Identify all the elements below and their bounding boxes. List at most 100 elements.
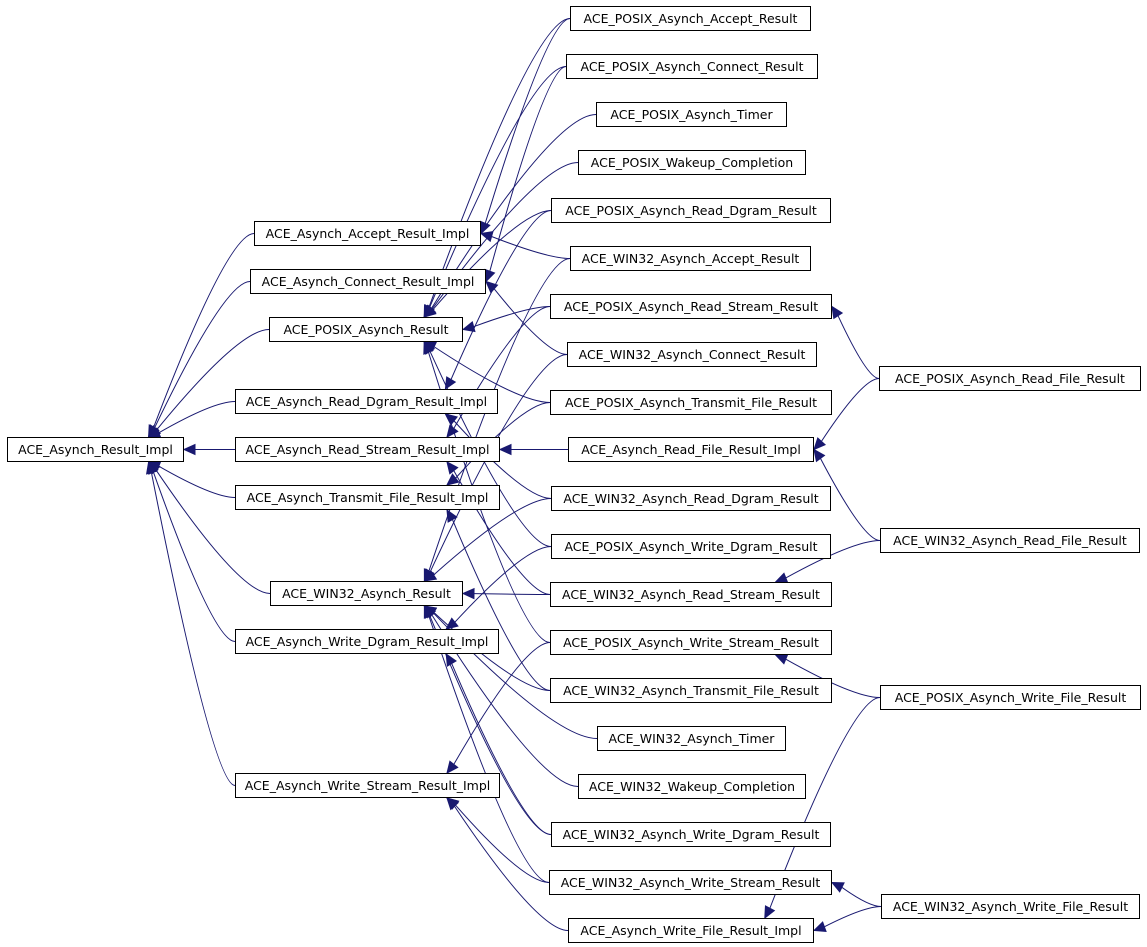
arrowhead-27 [423, 569, 438, 582]
node-label: ACE_POSIX_Asynch_Timer [610, 107, 773, 122]
node-ace-asynch-read-stream-result-impl[interactable]: ACE_Asynch_Read_Stream_Result_Impl [235, 437, 500, 462]
edge-ace_posix_asynch_write_stream_result-to-ace_posix_asynch_result [427, 351, 551, 643]
node-ace-win32-asynch-connect-result[interactable]: ACE_WIN32_Asynch_Connect_Result [567, 342, 817, 367]
edge-ace_posix_asynch_accept_result-to-ace_asynch_accept_result_impl [484, 18, 571, 224]
arrowhead-4 [182, 443, 196, 456]
node-ace-posix-wakeup-completion[interactable]: ACE_POSIX_Wakeup_Completion [578, 150, 806, 175]
node-ace-posix-asynch-result[interactable]: ACE_POSIX_Asynch_Result [269, 317, 463, 342]
node-ace-posix-asynch-accept-result[interactable]: ACE_POSIX_Asynch_Accept_Result [570, 6, 811, 31]
node-ace-win32-asynch-transmit-file-result[interactable]: ACE_WIN32_Asynch_Transmit_File_Result [550, 678, 832, 703]
node-ace-asynch-result-impl[interactable]: ACE_Asynch_Result_Impl [7, 437, 184, 462]
node-ace-asynch-write-file-result-impl[interactable]: ACE_Asynch_Write_File_Result_Impl [568, 918, 814, 943]
node-label: ACE_POSIX_Asynch_Accept_Result [583, 11, 798, 26]
arrowhead-47 [774, 653, 789, 665]
node-ace-posix-asynch-connect-result[interactable]: ACE_POSIX_Asynch_Connect_Result [566, 54, 818, 79]
node-label: ACE_POSIX_Asynch_Write_Stream_Result [563, 635, 819, 650]
arrowhead-16 [444, 376, 457, 391]
node-ace-posix-asynch-write-dgram-result[interactable]: ACE_POSIX_Asynch_Write_Dgram_Result [551, 534, 831, 559]
arrowhead-32 [423, 340, 434, 355]
edge-ace_posix_asynch_connect_result-to-ace_asynch_connect_result_impl [489, 66, 567, 272]
edge-ace_posix_asynch_read_dgram_result-to-ace_asynch_read_dgram_result_impl [450, 210, 552, 380]
edge-ace_posix_asynch_transmit_file_result-to-ace_asynch_transmit_file_result_impl [455, 402, 551, 479]
edge-ace_win32_asynch_accept_result-to-ace_asynch_accept_result_impl [491, 236, 571, 259]
node-ace-posix-asynch-read-stream-result[interactable]: ACE_POSIX_Asynch_Read_Stream_Result [550, 294, 832, 319]
node-ace-win32-asynch-read-stream-result[interactable]: ACE_WIN32_Asynch_Read_Stream_Result [550, 582, 832, 607]
node-label: ACE_Asynch_Write_File_Result_Impl [580, 923, 802, 938]
arrowhead-19 [461, 320, 476, 333]
node-ace-win32-asynch-timer[interactable]: ACE_WIN32_Asynch_Timer [597, 726, 786, 751]
node-ace-asynch-connect-result-impl[interactable]: ACE_Asynch_Connect_Result_Impl [250, 269, 486, 294]
node-ace-win32-asynch-write-stream-result[interactable]: ACE_WIN32_Asynch_Write_Stream_Result [549, 870, 832, 895]
node-label: ACE_WIN32_Asynch_Write_File_Result [892, 899, 1129, 914]
node-label: ACE_WIN32_Asynch_Write_Stream_Result [560, 875, 821, 890]
node-ace-win32-asynch-read-dgram-result[interactable]: ACE_WIN32_Asynch_Read_Dgram_Result [551, 486, 831, 511]
edge-ace_posix_asynch_write_file_result-to-ace_posix_asynch_write_stream_result [785, 658, 881, 698]
node-ace-win32-asynch-read-file-result[interactable]: ACE_WIN32_Asynch_Read_File_Result [880, 528, 1140, 553]
edge-ace_win32_wakeup_completion-to-ace_win32_asynch_result [431, 614, 579, 787]
edge-ace_posix_asynch_write_stream_result-to-ace_asynch_write_stream_result_impl [453, 642, 551, 765]
node-ace-posix-asynch-write-file-result[interactable]: ACE_POSIX_Asynch_Write_File_Result [880, 685, 1141, 710]
edge-ace_posix_asynch_transmit_file_result-to-ace_posix_asynch_result [433, 346, 551, 403]
node-ace-posix-asynch-timer[interactable]: ACE_POSIX_Asynch_Timer [596, 102, 787, 127]
node-label: ACE_POSIX_Asynch_Transmit_File_Result [564, 395, 818, 410]
node-label: ACE_Asynch_Result_Impl [18, 442, 173, 457]
node-label: ACE_POSIX_Asynch_Read_File_Result [895, 371, 1125, 386]
node-label: ACE_WIN32_Asynch_Read_Stream_Result [562, 587, 820, 602]
node-label: ACE_WIN32_Asynch_Write_Dgram_Result [562, 827, 820, 842]
node-ace-win32-wakeup-completion[interactable]: ACE_WIN32_Wakeup_Completion [578, 774, 806, 799]
node-ace-posix-asynch-transmit-file-result[interactable]: ACE_POSIX_Asynch_Transmit_File_Result [550, 390, 832, 415]
node-label: ACE_Asynch_Transmit_File_Result_Impl [246, 490, 489, 505]
arrowhead-44 [813, 437, 827, 451]
node-ace-asynch-read-file-result-impl[interactable]: ACE_Asynch_Read_File_Result_Impl [568, 437, 814, 462]
edge-ace_asynch_connect_result_impl-to-ace_asynch_result_impl [154, 281, 251, 429]
node-label: ACE_Asynch_Read_File_Result_Impl [581, 442, 801, 457]
node-ace-posix-asynch-read-file-result[interactable]: ACE_POSIX_Asynch_Read_File_Result [879, 366, 1141, 391]
arrowhead-8 [145, 460, 158, 475]
node-ace-posix-asynch-read-dgram-result[interactable]: ACE_POSIX_Asynch_Read_Dgram_Result [551, 198, 831, 223]
edge-ace_win32_asynch_connect_result-to-ace_win32_asynch_result [429, 354, 568, 572]
arrowhead-11 [484, 268, 496, 283]
edge-ace_posix_asynch_result-to-ace_asynch_result_impl [156, 329, 270, 430]
edge-ace_posix_asynch_accept_result-to-ace_posix_asynch_result [428, 18, 571, 308]
node-label: ACE_POSIX_Asynch_Read_Stream_Result [563, 299, 819, 314]
node-label: ACE_POSIX_Asynch_Connect_Result [580, 59, 804, 74]
node-ace-asynch-read-dgram-result-impl[interactable]: ACE_Asynch_Read_Dgram_Result_Impl [235, 389, 498, 414]
node-ace-win32-asynch-write-dgram-result[interactable]: ACE_WIN32_Asynch_Write_Dgram_Result [551, 822, 831, 847]
arrowhead-50 [812, 921, 827, 933]
node-label: ACE_POSIX_Asynch_Result [283, 322, 449, 337]
arrowhead-48 [764, 905, 776, 920]
node-label: ACE_POSIX_Asynch_Write_File_Result [894, 690, 1127, 705]
node-ace-win32-asynch-result[interactable]: ACE_WIN32_Asynch_Result [270, 581, 463, 606]
arrowhead-34 [446, 508, 458, 523]
node-ace-asynch-write-dgram-result-impl[interactable]: ACE_Asynch_Write_Dgram_Result_Impl [235, 629, 499, 654]
node-label: ACE_WIN32_Asynch_Connect_Result [578, 347, 806, 362]
edge-ace_win32_asynch_read_dgram_result-to-ace_win32_asynch_result [433, 498, 552, 576]
edge-ace_asynch_write_dgram_result_impl-to-ace_asynch_result_impl [152, 471, 236, 642]
edge-ace_win32_asynch_transmit_file_result-to-ace_asynch_transmit_file_result_impl [451, 519, 551, 691]
edge-ace_posix_asynch_timer-to-ace_posix_asynch_result [430, 114, 597, 309]
node-ace-win32-asynch-accept-result[interactable]: ACE_WIN32_Asynch_Accept_Result [570, 246, 811, 271]
node-ace-posix-asynch-write-stream-result[interactable]: ACE_POSIX_Asynch_Write_Stream_Result [550, 630, 832, 655]
node-label: ACE_WIN32_Wakeup_Completion [588, 779, 796, 794]
arrowhead-46 [813, 448, 826, 463]
arrowhead-42 [446, 797, 460, 811]
node-label: ACE_Asynch_Accept_Result_Impl [265, 226, 470, 241]
node-label: ACE_WIN32_Asynch_Accept_Result [581, 251, 800, 266]
node-ace-asynch-transmit-file-result-impl[interactable]: ACE_Asynch_Transmit_File_Result_Impl [235, 485, 500, 510]
node-ace-asynch-accept-result-impl[interactable]: ACE_Asynch_Accept_Result_Impl [254, 221, 481, 246]
arrowhead-38 [445, 652, 457, 667]
edge-ace_posix_asynch_connect_result-to-ace_posix_asynch_result [429, 66, 567, 308]
arrowhead-17 [479, 231, 494, 243]
edge-ace_asynch_transmit_file_result_impl-to-ace_asynch_result_impl [158, 465, 236, 498]
node-ace-asynch-write-stream-result-impl[interactable]: ACE_Asynch_Write_Stream_Result_Impl [235, 773, 500, 798]
node-label: ACE_Asynch_Read_Stream_Result_Impl [245, 442, 490, 457]
arrowhead-21 [485, 280, 499, 294]
node-ace-win32-asynch-write-file-result[interactable]: ACE_WIN32_Asynch_Write_File_Result [881, 894, 1140, 919]
edge-ace_win32_asynch_connect_result-to-ace_asynch_connect_result_impl [493, 288, 568, 355]
edge-ace_asynch_accept_result_impl-to-ace_asynch_result_impl [153, 233, 255, 428]
node-label: ACE_POSIX_Asynch_Read_Dgram_Result [565, 203, 817, 218]
arrowhead-43 [831, 305, 844, 320]
arrowhead-49 [830, 881, 845, 893]
